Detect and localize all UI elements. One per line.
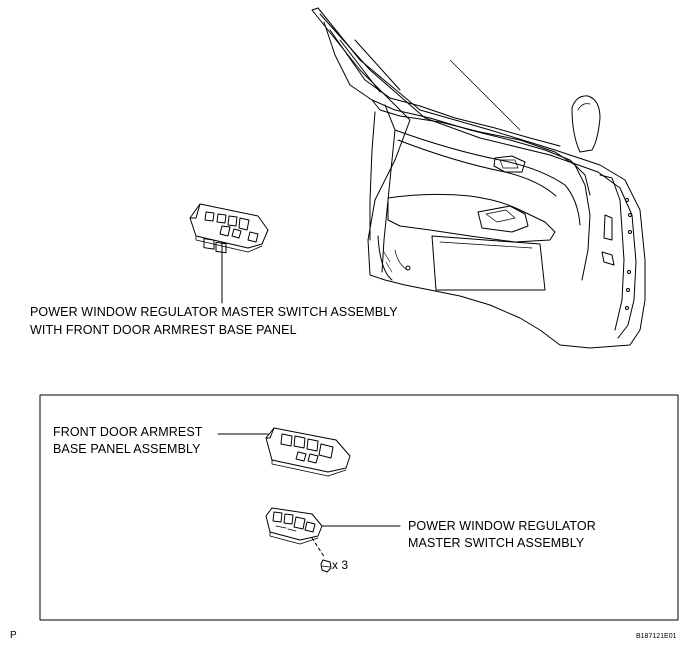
master-switch-part (265, 507, 323, 545)
screw-icon (320, 559, 332, 573)
top-assembly-label-line1: POWER WINDOW REGULATOR MASTER SWITCH ASS… (30, 305, 398, 319)
armrest-label-line2: BASE PANEL ASSEMBLY (53, 442, 201, 456)
screw-quantity-label: x 3 (332, 558, 349, 572)
detail-frame (39, 394, 679, 621)
armrest-label-line1: FRONT DOOR ARMREST (53, 425, 203, 439)
switch-label-line2: MASTER SWITCH ASSEMBLY (408, 536, 585, 550)
armrest-base-panel-part (265, 427, 351, 477)
front-door-illustration (311, 7, 646, 349)
master-switch-with-armrest-panel-part (189, 203, 269, 254)
top-assembly-label-line2: WITH FRONT DOOR ARMREST BASE PANEL (30, 323, 297, 337)
figure-code: B187121E01 (636, 633, 677, 640)
switch-label-line1: POWER WINDOW REGULATOR (408, 519, 596, 533)
page-mark: P (10, 630, 17, 641)
screw-dashed-line (311, 537, 326, 559)
